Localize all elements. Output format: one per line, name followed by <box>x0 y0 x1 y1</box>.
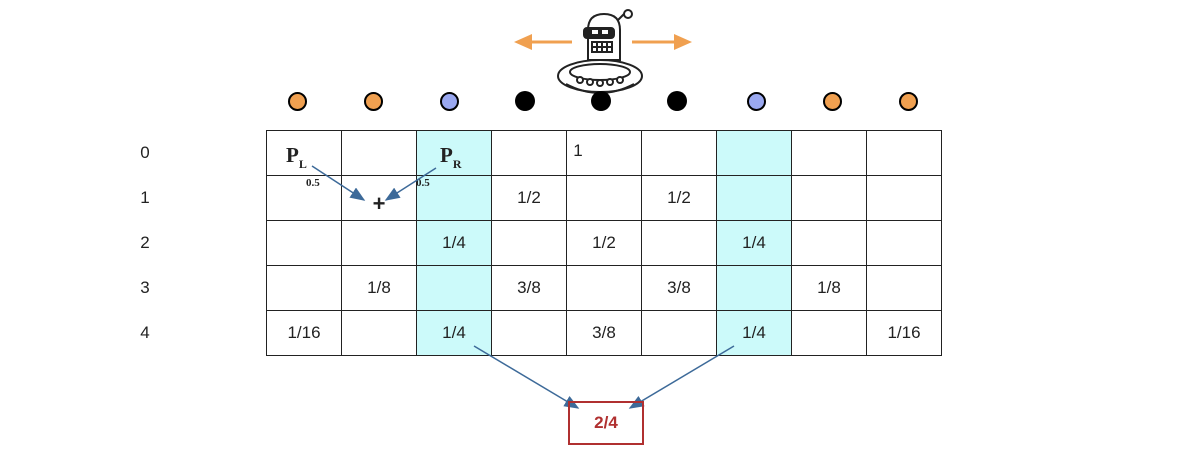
token-blue <box>746 91 766 111</box>
grid-cell <box>416 130 492 176</box>
cell-value: 1/4 <box>442 323 466 342</box>
token-blue <box>439 91 459 111</box>
grid-row: 1/8 3/8 3/8 1/8 <box>266 265 942 311</box>
cell-value: 1/2 <box>667 188 691 207</box>
grid-cell: 1/2 <box>491 175 567 221</box>
grid-cell <box>491 310 567 356</box>
p-left-label: PL <box>286 143 307 171</box>
grid-cell <box>641 130 717 176</box>
grid-cell <box>416 175 492 221</box>
grid-cell <box>566 175 642 221</box>
row-label: 3 <box>140 278 150 297</box>
grid-cell: 1/4 <box>416 220 492 266</box>
grid-cell: 1/4 <box>716 310 792 356</box>
arrow-left-to-result <box>473 345 580 409</box>
token-orange <box>287 91 307 111</box>
cell-value: 1 <box>573 141 583 160</box>
cell-value: 1/4 <box>742 323 766 342</box>
grid-cell <box>791 310 867 356</box>
grid-cell <box>341 310 417 356</box>
grid-cell <box>641 310 717 356</box>
cell-value: 1/4 <box>742 233 766 252</box>
grid-cell <box>566 265 642 311</box>
grid-cell: 1/16 <box>866 310 942 356</box>
row-label: 1 <box>140 188 150 207</box>
p-right-label: PR <box>440 143 462 171</box>
token-orange <box>898 91 918 111</box>
cell-value: 3/8 <box>667 278 691 297</box>
cell-value: 1/16 <box>887 323 921 342</box>
token-black <box>591 91 611 111</box>
grid-row: 1/16 1/4 3/8 1/4 1/16 <box>266 310 942 356</box>
grid-cell: 3/8 <box>491 265 567 311</box>
grid-row: +1/2 1/2 <box>266 175 942 221</box>
cell-value: 1/8 <box>367 278 391 297</box>
token-black <box>667 91 687 111</box>
cell-value: 3/8 <box>592 323 616 342</box>
grid-cell: 3/8 <box>566 310 642 356</box>
arrow-right-to-result <box>628 345 735 409</box>
grid-row: 1/4 1/2 1/4 <box>266 220 942 266</box>
cell-value: 1/8 <box>817 278 841 297</box>
arrow-pl-to-plus <box>311 165 366 201</box>
plus-sign: + <box>372 191 386 216</box>
row-label: 2 <box>140 233 150 252</box>
arrow-pr-to-plus <box>384 167 437 201</box>
grid-cell: 1/16 <box>266 310 342 356</box>
weight-left: 0.5 <box>306 177 320 189</box>
grid-cell <box>266 175 342 221</box>
row-label: 0 <box>140 143 150 162</box>
row-label: 4 <box>140 323 150 342</box>
grid-cell <box>266 265 342 311</box>
weight-right: 0.5 <box>416 177 430 189</box>
token-black <box>515 91 535 111</box>
result-box: 2/4 <box>568 401 644 445</box>
token-orange <box>363 91 383 111</box>
grid-cell <box>341 130 417 176</box>
grid-cell <box>266 130 342 176</box>
cell-value: 1/4 <box>442 233 466 252</box>
grid-cell <box>791 220 867 266</box>
cell-value: 1/16 <box>287 323 321 342</box>
cell-value: 3/8 <box>517 278 541 297</box>
cell-value: 1/2 <box>517 188 541 207</box>
left-arrow-icon <box>514 34 572 50</box>
grid-cell: 1/2 <box>566 220 642 266</box>
grid-cell <box>266 220 342 266</box>
grid-cell <box>341 220 417 266</box>
cell-value: 1/2 <box>592 233 616 252</box>
grid-cell <box>716 130 792 176</box>
grid-cell <box>416 265 492 311</box>
grid-cell <box>866 220 942 266</box>
grid-cell: 1/4 <box>716 220 792 266</box>
grid-cell <box>716 175 792 221</box>
token-orange <box>822 91 842 111</box>
right-arrow-icon <box>632 34 692 50</box>
